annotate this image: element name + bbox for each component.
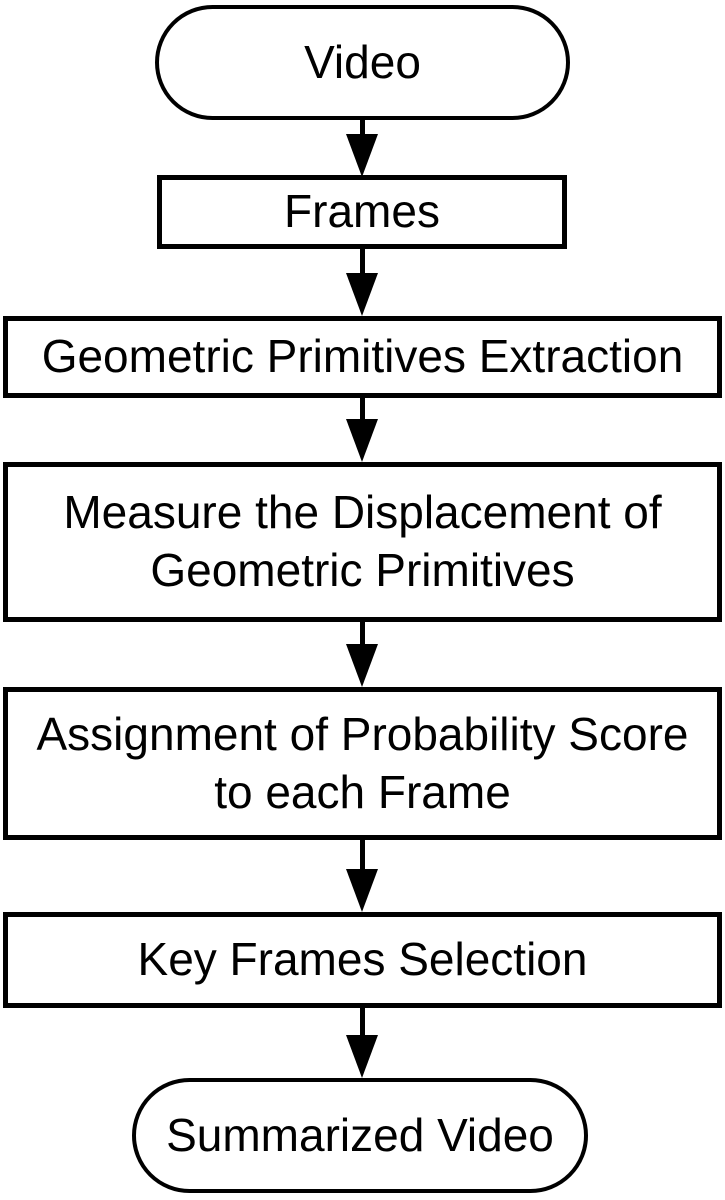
arrow-frames-to-extraction-icon [346,249,379,316]
node-video: Video [155,5,570,120]
arrow-extraction-to-measure-icon [346,398,379,462]
arrow-video-to-frames-icon [346,120,379,177]
arrow-measure-to-assignment-icon [346,622,379,687]
node-summarized-video: Summarized Video [132,1078,588,1193]
arrow-assignment-to-keyframes-icon [346,840,379,912]
node-key-frames-selection: Key Frames Selection [3,912,722,1008]
node-measure-displacement: Measure the Displacement of Geometric Pr… [3,462,722,622]
node-probability-score-assignment: Assignment of Probability Score to each … [3,687,722,840]
node-frames: Frames [157,175,567,249]
arrow-keyframes-to-summary-icon [346,1008,379,1078]
node-geometric-primitives-extraction: Geometric Primitives Extraction [3,316,722,398]
